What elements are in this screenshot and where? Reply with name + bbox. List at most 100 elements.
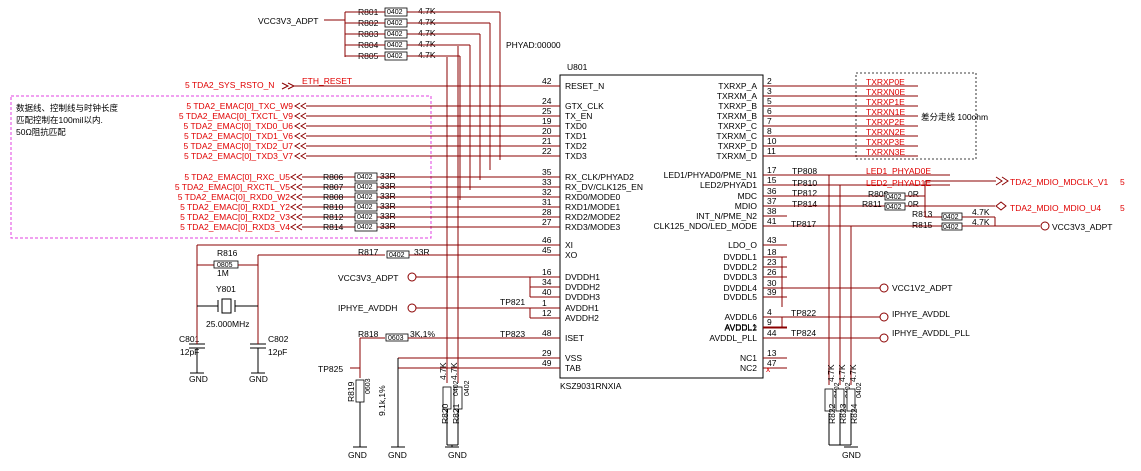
right-pin-name-0: TXRXP_A bbox=[718, 81, 757, 91]
tp814-label: TP814 bbox=[792, 199, 817, 209]
right-pin-name-24: NC1 bbox=[740, 353, 757, 363]
left-pin-num-18: 1 bbox=[542, 298, 547, 308]
r818-pkg: 0603 bbox=[388, 335, 404, 342]
bottom-res-ref-0: R822 bbox=[827, 403, 837, 424]
right-pin-name-9: LED2/PHYAD1 bbox=[700, 180, 757, 190]
right-pin-num-16: 23 bbox=[767, 257, 777, 267]
rx-pkg-0: 0402 bbox=[357, 174, 373, 181]
right-pin-name-20: AVDDL6 bbox=[725, 312, 758, 322]
tx-ports: 5 TDA2_EMAC[0]_TXC_W95 TDA2_EMAC[0]_TXCT… bbox=[179, 101, 530, 161]
tx-port-0: 5 TDA2_EMAC[0]_TXC_W9 bbox=[186, 101, 293, 111]
r820-ref: R820 bbox=[440, 403, 450, 424]
left-pin-num-13: 46 bbox=[542, 235, 552, 245]
avddl-label: IPHYE_AVDDL bbox=[892, 309, 950, 319]
r818-ref: R818 bbox=[358, 329, 379, 339]
bottom-res-0 bbox=[824, 388, 834, 412]
c802-ref: C802 bbox=[268, 334, 289, 344]
rx-pkg-3: 0402 bbox=[357, 204, 373, 211]
y801-ref: Y801 bbox=[216, 284, 236, 294]
left-pin-num-14: 45 bbox=[542, 245, 552, 255]
c801-val: 12pF bbox=[180, 347, 199, 357]
tx-port-5: 5 TDA2_EMAC[0]_TXD3_V7 bbox=[184, 151, 293, 161]
right-pin-name-19: DVDDL5 bbox=[723, 292, 757, 302]
rx-ref-5: R814 bbox=[323, 222, 344, 232]
vcc1v2-label: VCC1V2_ADPT bbox=[892, 283, 952, 293]
diff-net-0: TXRXP0E bbox=[866, 77, 905, 87]
diff-nets: TXRXP0ETXRXN0ETXRXP1ETXRXN1ETXRXP2ETXRXN… bbox=[787, 77, 918, 157]
left-pin-name-20: ISET bbox=[565, 333, 584, 343]
pullup-vcc-label: VCC3V3_ADPT bbox=[258, 16, 318, 26]
r809-pkg: 0402 bbox=[886, 194, 902, 201]
bottom-res-val-1: 4.7K bbox=[837, 364, 847, 382]
left-pin-num-22: 49 bbox=[542, 358, 552, 368]
right-pin-num-21: 9 bbox=[767, 317, 772, 327]
left-pin-name-10: RXD1/MODE1 bbox=[565, 202, 621, 212]
led1-net: LED1_PHYAD0E bbox=[866, 166, 931, 176]
right-pin-name-15: DVDDL1 bbox=[723, 252, 757, 262]
left-pin-num-0: 42 bbox=[542, 76, 552, 86]
rx-val-5: 33R bbox=[380, 221, 396, 231]
right-pin-name-2: TXRXP_B bbox=[718, 101, 757, 111]
tp808-label: TP808 bbox=[792, 166, 817, 176]
rx-val-4: 33R bbox=[380, 211, 396, 221]
right-pin-num-25: 47 bbox=[767, 358, 777, 368]
left-pin-num-9: 32 bbox=[542, 187, 552, 197]
tp823-label: TP823 bbox=[500, 329, 525, 339]
right-pin-num-23: 44 bbox=[767, 328, 777, 338]
right-pin-name-11: MDIO bbox=[735, 201, 758, 211]
avddh-label: IPHYE_AVDDH bbox=[338, 303, 397, 313]
gnd-c801: GND bbox=[189, 374, 208, 384]
left-pin-name-3: TXD0 bbox=[565, 121, 587, 131]
right-pin-name-25: NC2 bbox=[740, 363, 757, 373]
left-pin-num-11: 28 bbox=[542, 207, 552, 217]
r815-ref: R815 bbox=[912, 220, 933, 230]
right-pin-name-23: AVDDL_PLL bbox=[709, 333, 757, 343]
right-pin-num-13: 41 bbox=[767, 216, 777, 226]
right-pin-name-5: TXRXM_C bbox=[716, 131, 757, 141]
right-pin-name-8: LED1/PHYAD0/PME_N1 bbox=[664, 170, 758, 180]
tx-port-3: 5 TDA2_EMAC[0]_TXD1_V6 bbox=[184, 131, 293, 141]
left-power: VCC3V3_ADPT IPHYE_AVDDH TP821 R818 0603 … bbox=[318, 46, 560, 460]
mdc-port: TDA2_MDIO_MDCLK_V1 bbox=[1010, 177, 1109, 187]
right-pin-name-16: DVDDL2 bbox=[723, 262, 757, 272]
bottom-res-2 bbox=[846, 388, 856, 412]
mdio-vcc-label: VCC3V3_ADPT bbox=[1052, 222, 1112, 232]
right-pin-num-6: 10 bbox=[767, 136, 777, 146]
rx-ref-1: R807 bbox=[323, 182, 344, 192]
right-pin-num-2: 5 bbox=[767, 96, 772, 106]
right-pin-num-8: 17 bbox=[767, 165, 777, 175]
left-pin-name-4: TXD1 bbox=[565, 131, 587, 141]
right-pin-num-0: 2 bbox=[767, 76, 772, 86]
right-power: VCC1V2_ADPT TP822 IPHYE_AVDDL TP824 IPHY… bbox=[766, 175, 970, 460]
left-pin-name-13: XI bbox=[565, 240, 573, 250]
r820-pkg: 0402 bbox=[453, 380, 460, 396]
left-pin-num-7: 35 bbox=[542, 167, 552, 177]
bottom-res-1 bbox=[835, 388, 845, 412]
diff-net-3: TXRXN1E bbox=[866, 107, 906, 117]
tp810-label: TP810 bbox=[792, 178, 817, 188]
left-pin-num-16: 34 bbox=[542, 277, 552, 287]
mdio-port: TDA2_MDIO_MDIO_U4 bbox=[1010, 203, 1101, 213]
gnd-vss: GND bbox=[388, 450, 407, 460]
pullup-val-3: 4.7K bbox=[418, 39, 436, 49]
tp821-label: TP821 bbox=[500, 297, 525, 307]
note-line2: 匹配控制在100mil以内. bbox=[16, 115, 103, 125]
rx-ref-4: R812 bbox=[323, 212, 344, 222]
left-pin-num-2: 25 bbox=[542, 106, 552, 116]
r813-val: 4.7K bbox=[972, 207, 990, 217]
left-pin-name-16: DVDDH2 bbox=[565, 282, 600, 292]
r809-ref: R809 bbox=[868, 189, 889, 199]
rx-pkg-2: 0402 bbox=[357, 194, 373, 201]
right-pin-num-20: 4 bbox=[767, 307, 772, 317]
note-line1: 数据线、控制线与时钟长度 bbox=[16, 103, 119, 113]
pullup-pkg-0: 0402 bbox=[387, 9, 403, 16]
left-pin-num-21: 29 bbox=[542, 348, 552, 358]
note-line3: 50Ω阻抗匹配 bbox=[16, 127, 66, 137]
rx-port-5: 5 TDA2_EMAC[0]_RXD3_V4 bbox=[180, 222, 290, 232]
left-pin-name-7: RX_CLK/PHYAD2 bbox=[565, 172, 634, 182]
led-mdio: TP808 LED1_PHYAD0E TP810 LED2_PHYAD1E TP… bbox=[787, 166, 1125, 232]
rx-pkg-5: 0402 bbox=[357, 224, 373, 231]
